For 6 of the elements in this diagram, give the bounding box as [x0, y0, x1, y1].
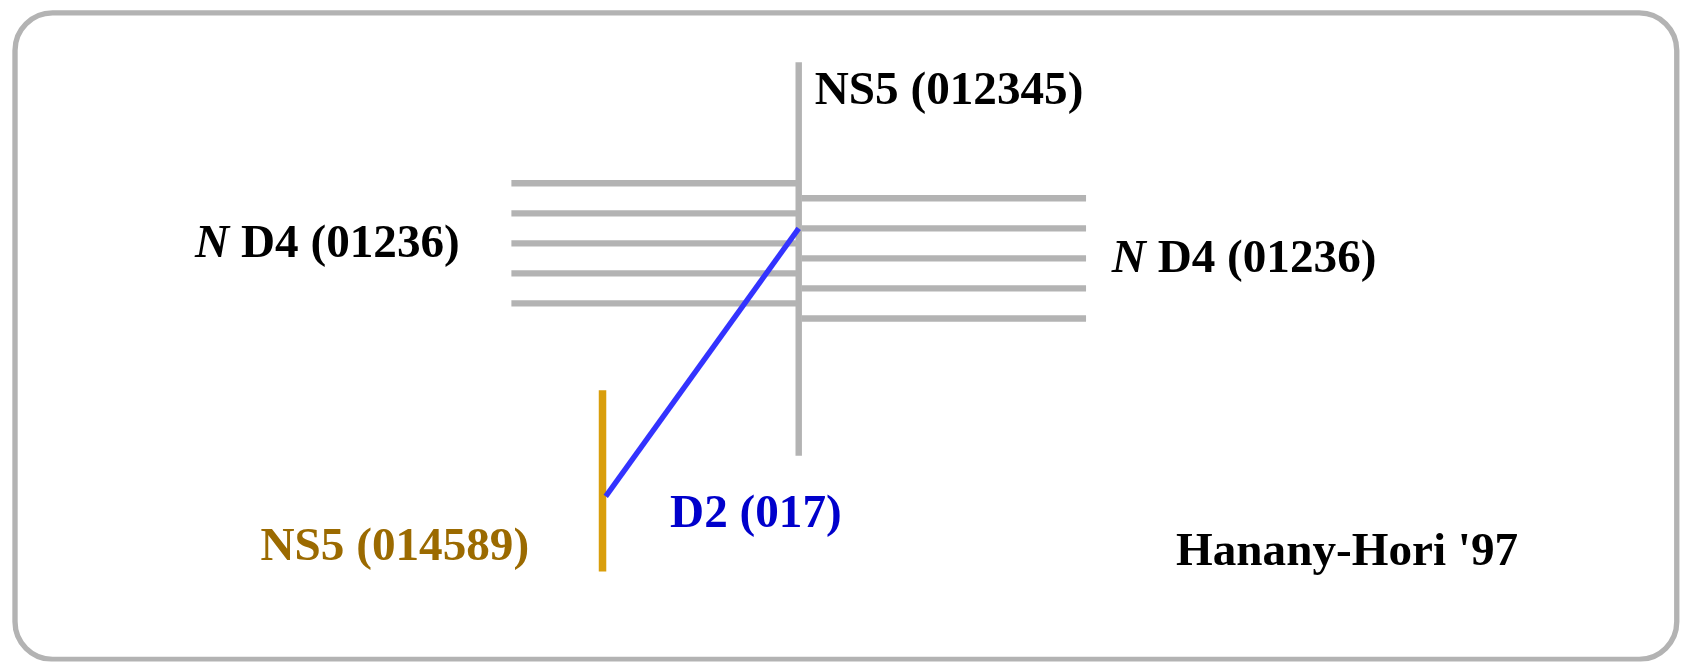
- brane-label: D2 (017): [670, 488, 842, 537]
- brane-label: N D4 (01236): [1111, 233, 1377, 281]
- brane-label: NS5 (012345): [814, 65, 1084, 113]
- citation-text: Hanany-Hori '97: [1176, 526, 1519, 574]
- brane-label: N D4 (01236): [195, 218, 460, 266]
- brane-label: NS5 (014589): [260, 521, 530, 569]
